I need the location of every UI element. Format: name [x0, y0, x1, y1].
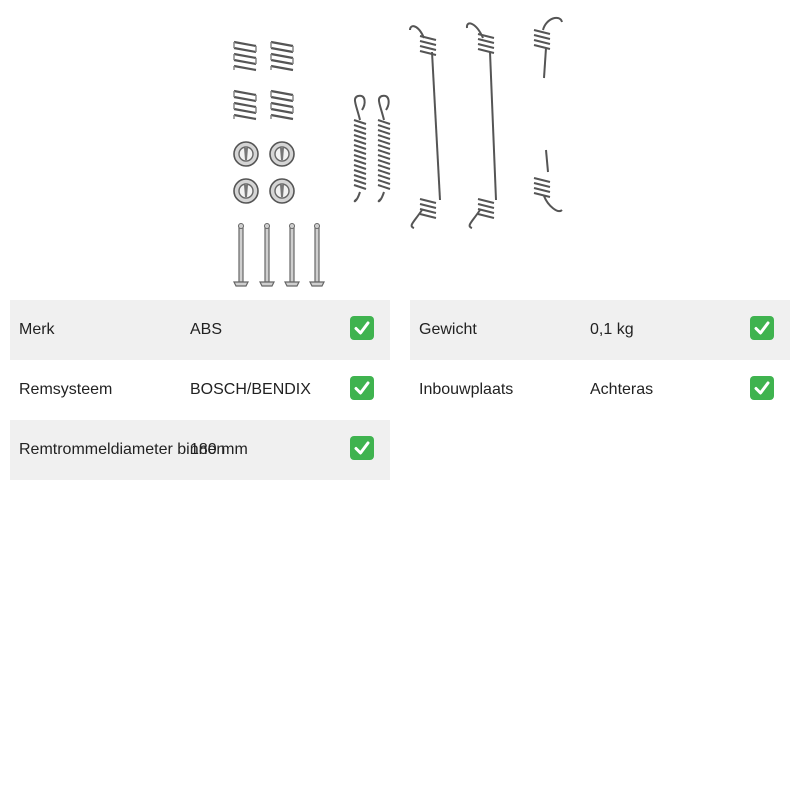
specs-table-left: Merk ABS Remsysteem BOSCH/BENDIX Remtrom…	[10, 300, 390, 480]
spec-label: Remtrommeldiameter binnen	[19, 441, 226, 458]
check-mark-button-icon	[750, 376, 774, 400]
specs-table-right: Gewicht 0,1 kg Inbouwplaats Achteras	[410, 300, 790, 420]
spec-row-remsysteem: Remsysteem BOSCH/BENDIX	[10, 360, 390, 420]
spec-label: Inbouwplaats	[419, 381, 514, 398]
spec-row-merk: Merk ABS	[10, 300, 390, 360]
spec-value: 0,1 kg	[590, 321, 634, 338]
check-mark-button-icon	[350, 436, 374, 460]
check-mark-button-icon	[350, 376, 374, 400]
spec-label: Merk	[19, 321, 55, 338]
spec-value: ABS	[190, 321, 223, 338]
spec-row-inbouwplaats: Inbouwplaats Achteras	[410, 360, 790, 420]
product-image-brake-accessory-kit	[232, 16, 563, 287]
spec-label: Gewicht	[419, 321, 477, 338]
spec-value: BOSCH/BENDIX	[190, 381, 311, 398]
spec-row-remtrommeldiameter: Remtrommeldiameter binnen 180 mm	[10, 420, 390, 480]
spec-label: Remsysteem	[19, 381, 113, 398]
check-mark-button-icon	[350, 316, 374, 340]
spec-value: Achteras	[590, 381, 654, 398]
check-mark-button-icon	[750, 316, 774, 340]
spec-value: 180 mm	[190, 441, 248, 458]
spec-row-gewicht: Gewicht 0,1 kg	[410, 300, 790, 360]
